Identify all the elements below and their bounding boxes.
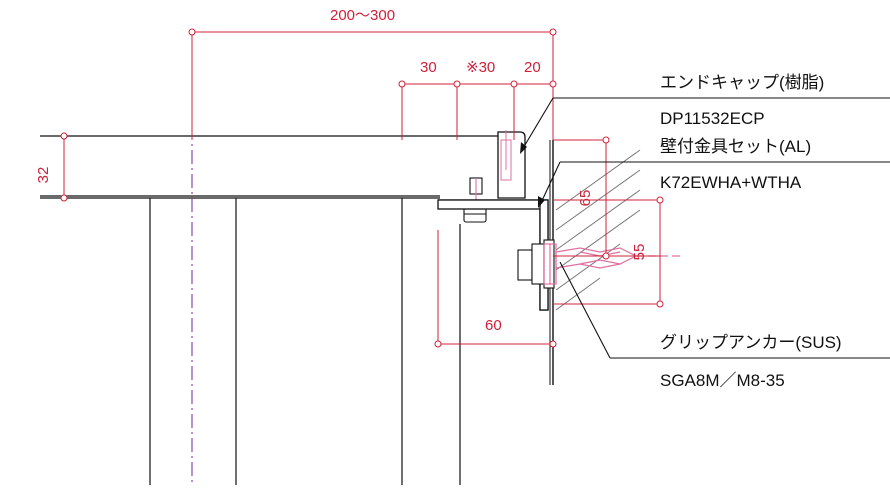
anchor-head: [517, 239, 555, 289]
bolt-nut: [463, 177, 487, 223]
posts: [149, 198, 461, 485]
board-section: [40, 135, 500, 199]
label-wall-bracket-code: K72EWHA+WTHA: [660, 173, 802, 192]
dim-55: 55: [631, 244, 648, 261]
dim-32: 32: [35, 167, 52, 184]
leader-lines: [521, 97, 890, 359]
dimension-markers: [60, 28, 664, 348]
dim-total-width: 200～300: [330, 7, 395, 24]
label-grip-anchor: グリップアンカー(SUS): [660, 333, 842, 352]
dim-30-marked: ※30: [466, 59, 495, 76]
label-end-cap: エンドキャップ(樹脂): [660, 73, 824, 92]
dim-60: 60: [485, 317, 502, 334]
leader-arrow-bracket: [538, 196, 545, 208]
dimension-lines: [63, 31, 661, 345]
label-wall-bracket: 壁付金具セット(AL): [660, 137, 811, 156]
leader-arrow-end-cap: [520, 142, 527, 154]
dim-65: 65: [577, 190, 594, 207]
label-end-cap-code: DP11532ECP: [660, 109, 765, 128]
dim-20: 20: [524, 59, 541, 76]
wall-hatch: [555, 149, 641, 311]
end-cap: [497, 130, 526, 199]
dim-30: 30: [420, 59, 437, 76]
label-grip-anchor-code: SGA8M／M8-35: [660, 371, 785, 390]
